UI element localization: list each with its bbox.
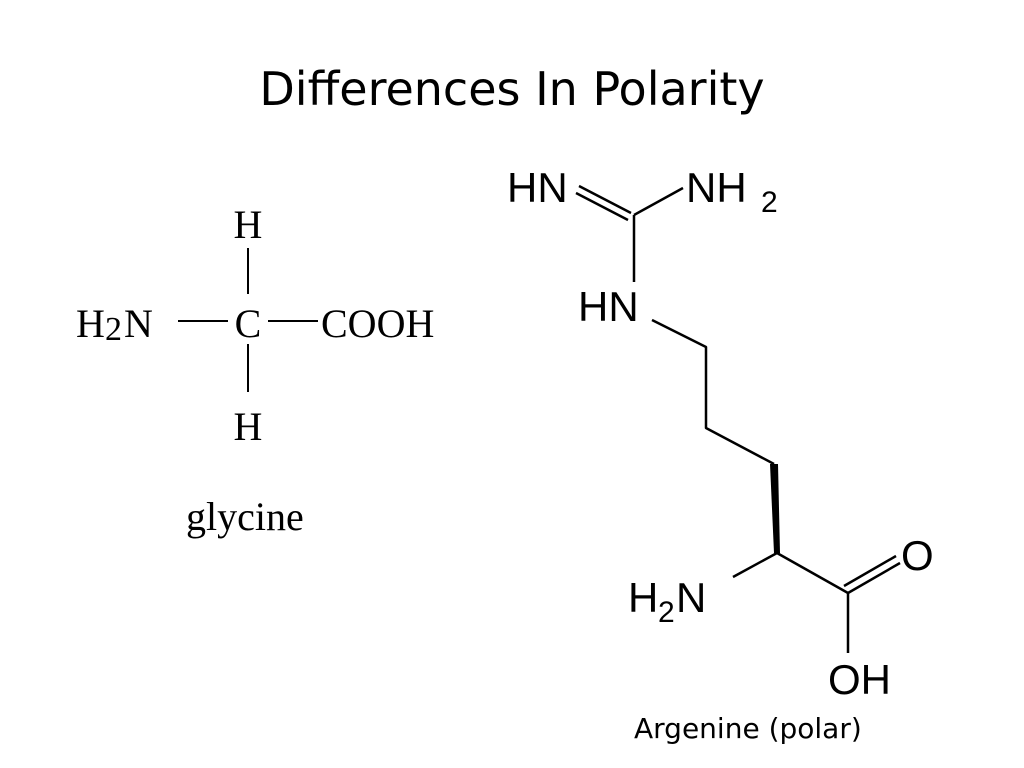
- arginine-bond-c-nh2: [633, 186, 684, 217]
- glycine-name: glycine: [186, 494, 304, 539]
- glycine-bottom-h: H: [234, 404, 263, 449]
- arginine-caption: Argenine (polar): [634, 712, 862, 745]
- arginine-double-bond-b: [575, 191, 629, 222]
- arginine-hydroxyl: OH: [828, 656, 891, 703]
- glycine-alpha-c: C: [235, 301, 262, 346]
- slide-title: Differences In Polarity: [259, 62, 765, 116]
- arginine-wedge-bond: [770, 464, 780, 553]
- arginine-imine: HN: [507, 164, 568, 211]
- arginine-nh: HN: [578, 283, 639, 330]
- arginine-co-double-b: [843, 554, 897, 588]
- glycine-carboxyl: COOH: [321, 301, 434, 346]
- arginine-double-bond-a: [578, 184, 632, 215]
- glycine-top-h: H: [234, 202, 263, 247]
- arginine-amine-top-sub: 2: [761, 186, 778, 219]
- glycine-structure: H C H H 2 N COOH glycine: [76, 202, 434, 539]
- arginine-alpha-amine-n: N: [676, 574, 706, 621]
- arginine-amine-top: NH: [686, 164, 747, 211]
- arginine-alpha-amine-h: H: [628, 574, 658, 621]
- arginine-structure: HN NH 2 HN H 2 N O OH: [507, 164, 934, 703]
- arginine-carbonyl-o: O: [901, 532, 934, 579]
- glycine-amine-sub: 2: [105, 311, 122, 348]
- arginine-alpha-amine-sub: 2: [658, 596, 675, 629]
- arginine-side-chain: [651, 318, 775, 466]
- arginine-co-double-a: [847, 561, 901, 595]
- glycine-amine-h: H: [76, 301, 105, 346]
- arginine-bond-ca-c: [776, 551, 849, 595]
- glycine-amine-n: N: [124, 301, 153, 346]
- arginine-bond-ca-n: [732, 551, 778, 579]
